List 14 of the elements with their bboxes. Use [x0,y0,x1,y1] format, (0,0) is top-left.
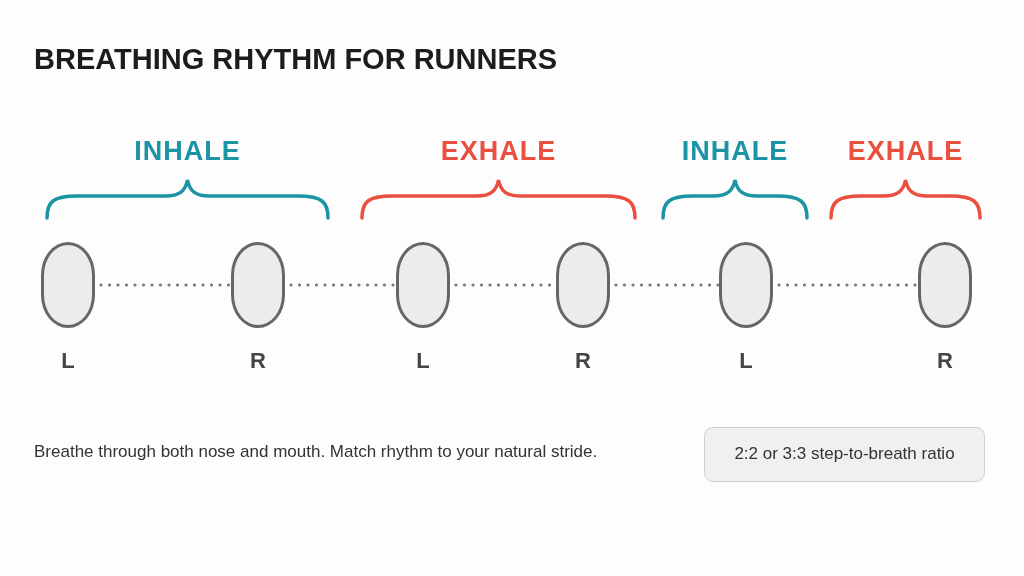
ratio-text: 2:2 or 3:3 step-to-breath ratio [734,444,955,465]
phase-label: INHALE [681,138,789,165]
foot-letter: L [739,349,753,374]
foot-letter: L [61,349,75,374]
foot-letter: L [416,349,430,374]
tip-text: Breathe through both nose and mouth. Match rhythm to your natural stride. [34,442,598,463]
phase-label: EXHALE [440,138,557,165]
ratio-box [704,427,985,482]
diagram-title: BREATHING RHYTHM FOR RUNNERS [34,42,558,77]
foot-letter: R [937,349,953,374]
foot-letter: R [250,349,266,374]
foot-letter: R [575,349,591,374]
phase-label: EXHALE [847,138,964,165]
phase-label: INHALE [134,138,241,165]
